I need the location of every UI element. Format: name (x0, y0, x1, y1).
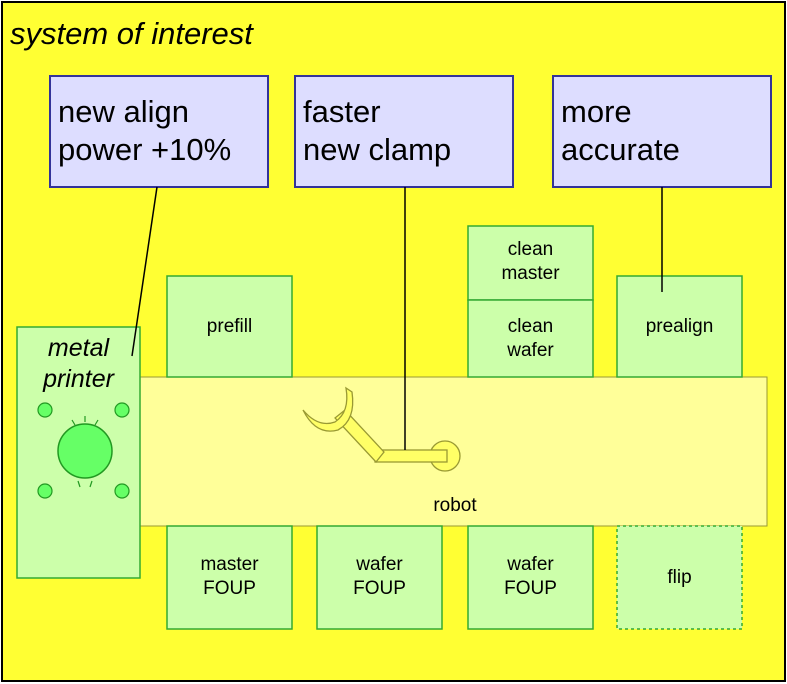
flip-station (616, 525, 743, 630)
metal-printer-line1: metal (47, 334, 110, 362)
master-foup-label: master FOUP (167, 553, 292, 601)
callout-align: new align power +10% (50, 93, 268, 169)
metal-printer-label: metal printer (17, 333, 140, 395)
robot-arm-icon (302, 386, 461, 472)
wafer-foup-2-station (467, 525, 594, 630)
callout-accuracy-box (552, 75, 772, 188)
clean-master-line2: master (501, 263, 560, 284)
callout-accuracy-line1: more (561, 94, 632, 129)
clean-master-station (467, 225, 594, 301)
callout-accuracy-line2: accurate (561, 132, 680, 167)
callout-clamp-line2: new clamp (303, 132, 452, 167)
master-foup-line1: master (200, 554, 259, 575)
clean-wafer-line2: wafer (507, 340, 554, 361)
callout-clamp: faster new clamp (295, 93, 513, 169)
diagram-title: system of interest (10, 16, 253, 51)
prealign-label: prealign (645, 316, 714, 337)
wafer-foup-1-line2: FOUP (353, 578, 406, 599)
wafer-foup-2-line2: FOUP (504, 578, 557, 599)
prealign-station (616, 275, 743, 378)
printer-head-icon (37, 402, 130, 499)
wafer-foup-2-label: wafer FOUP (468, 553, 593, 601)
wafer-foup-1-line1: wafer (356, 554, 403, 575)
prefill-label: prefill (206, 316, 253, 337)
clean-master-line1: clean (507, 239, 554, 260)
callout-accuracy: more accurate (553, 93, 771, 169)
callout-clamp-box (294, 75, 514, 188)
clean-wafer-label: clean wafer (468, 315, 593, 363)
master-foup-line2: FOUP (203, 578, 256, 599)
callout-align-line1: new align (58, 94, 189, 129)
flip-label: flip (667, 567, 692, 588)
master-foup-station (166, 525, 293, 630)
callout-align-box (49, 75, 269, 188)
metal-printer-line2: printer (43, 365, 114, 393)
callout-clamp-line1: faster (303, 94, 381, 129)
wafer-foup-1-label: wafer FOUP (317, 553, 442, 601)
wafer-foup-2-line1: wafer (507, 554, 554, 575)
wafer-foup-1-station (316, 525, 443, 630)
prefill-station (166, 275, 293, 378)
leader-line-align (131, 186, 158, 357)
clean-wafer-station (467, 299, 594, 378)
callout-align-line2: power +10% (58, 132, 232, 167)
clean-wafer-line1: clean (507, 316, 554, 337)
robot-label: robot (433, 495, 477, 516)
clean-master-label: clean master (468, 238, 593, 286)
